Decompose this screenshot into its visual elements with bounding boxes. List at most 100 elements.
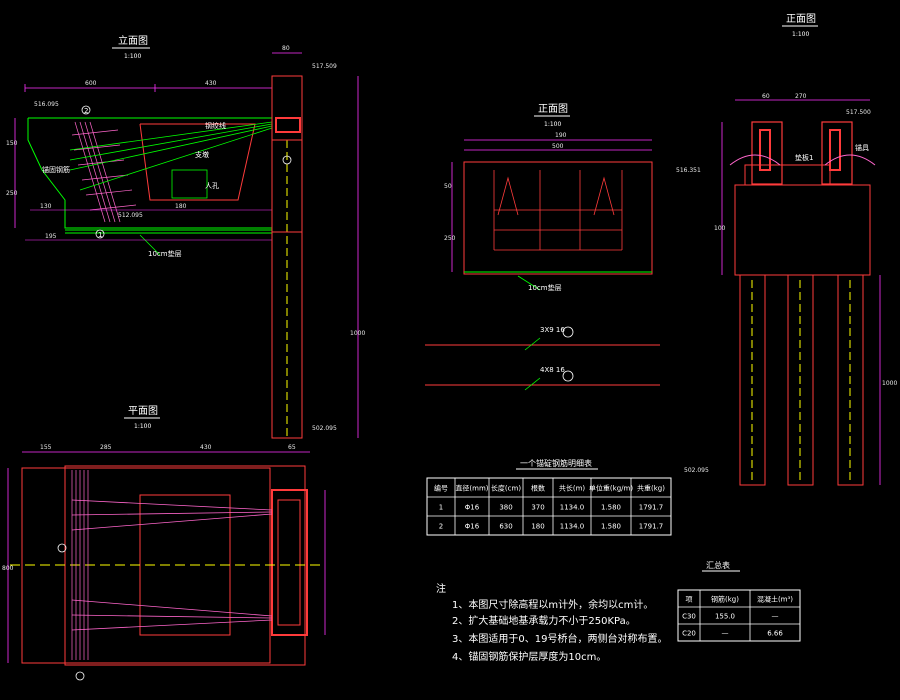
side-title: 正面图 xyxy=(786,13,816,25)
rebar-table-header-cell: 共重(kg) xyxy=(637,484,665,493)
elev-502: 502.095 xyxy=(312,425,337,432)
rebar-table-header-cell: 根数 xyxy=(531,484,545,493)
rebar-table-cell: 370 xyxy=(531,504,544,512)
elev-side-top: 517.500 xyxy=(846,109,871,116)
rebar-table-cell: 1791.7 xyxy=(639,504,664,512)
left-tower xyxy=(751,121,783,185)
note-2: 2、扩大基础地基承载力不小于250KPa。 xyxy=(452,614,636,627)
marker-circle xyxy=(95,229,105,239)
leader-line xyxy=(139,234,161,256)
dim-180: 180 xyxy=(175,203,187,210)
elev-front: 516.351 xyxy=(676,167,701,174)
dim-430: 430 xyxy=(205,80,217,87)
summary-table-cell: — xyxy=(772,613,779,621)
plan-view: 平面图 1:100 155 285 430 65 xyxy=(2,405,326,681)
dim-190: 190 xyxy=(555,132,567,139)
rebar-table-cell: 1.580 xyxy=(601,504,621,512)
dim-65: 65 xyxy=(288,444,296,451)
pile-right xyxy=(837,274,864,486)
cap-block xyxy=(744,164,831,186)
cavity-outline xyxy=(139,123,256,201)
dim-285: 285 xyxy=(100,444,112,451)
arch-left xyxy=(729,154,781,166)
front-outline xyxy=(463,161,653,275)
cable-strands xyxy=(69,121,273,191)
summary-table-border xyxy=(677,589,801,642)
pile-mid xyxy=(787,274,814,486)
pipe-label: 锚具 xyxy=(855,143,869,152)
leader-line xyxy=(517,275,541,291)
note-1: 1、本图尺寸除高程以m计外，余均以cm计。 xyxy=(452,598,653,611)
dim-100: 100 xyxy=(714,225,726,232)
rebar-table-cell: 630 xyxy=(499,523,512,531)
bar-2-label: 4X8 16 xyxy=(540,366,565,374)
manhole xyxy=(171,169,208,199)
summary-table-cell: 6.66 xyxy=(767,630,783,638)
dim-600: 600 xyxy=(85,80,97,87)
note-3: 3、本图适用于0、19号桥台，两侧台对称布置。 xyxy=(452,632,667,645)
rebar-table-cell: Φ16 xyxy=(465,504,480,512)
note-4: 4、锚固钢筋保护层厚度为10cm。 xyxy=(452,650,606,663)
dim-430: 430 xyxy=(200,444,212,451)
elev-516: 516.095 xyxy=(34,101,59,108)
dim-150: 150 xyxy=(6,140,18,147)
plan-scale: 1:100 xyxy=(134,423,151,430)
rebar-table-cell: 1.580 xyxy=(601,523,621,531)
bar-1-label: 3X9 16 xyxy=(540,326,565,334)
summary-table-cell: 155.0 xyxy=(715,613,735,621)
pile-left xyxy=(739,274,766,486)
rebar-table: 一个锚碇钢筋明细表 编号12直径(mm)Φ16Φ16长度(cm)380630根数… xyxy=(426,458,672,536)
shim-label: 垫板1 xyxy=(795,153,813,162)
plan-cable xyxy=(71,499,273,631)
leader-line xyxy=(524,337,541,351)
dim-250: 250 xyxy=(444,235,456,242)
summary-table-header-cell: 混凝土(m³) xyxy=(757,595,793,604)
marker-circle xyxy=(282,155,292,165)
pier-column xyxy=(271,75,303,439)
summary-table-cell: C20 xyxy=(682,630,696,638)
side-scale: 1:100 xyxy=(792,31,809,38)
elevation-title: 立面图 xyxy=(118,34,148,47)
elev-517: 517.509 xyxy=(312,63,337,70)
rebar-table-cell: 1134.0 xyxy=(560,523,585,531)
tower-rebar xyxy=(759,129,771,171)
marker-circle xyxy=(57,543,67,553)
rebar-table-cell: 180 xyxy=(531,523,544,531)
rebar-grid: 编号12直径(mm)Φ16Φ16长度(cm)380630根数370180共长(m… xyxy=(426,477,672,536)
side-block xyxy=(734,184,871,276)
marker-circle xyxy=(562,326,574,338)
dim-155: 155 xyxy=(40,444,52,451)
front-cone xyxy=(497,176,519,216)
summary-table-header-cell: 项 xyxy=(686,596,693,604)
rebar-table-header-cell: 共长(m) xyxy=(559,484,586,493)
notes-title: 注 xyxy=(436,582,446,595)
bearing-block xyxy=(275,117,301,133)
rebar-table-title: 一个锚碇钢筋明细表 xyxy=(520,458,592,468)
cushion-label-2: 10cm垫层 xyxy=(528,283,562,292)
cushion-label: 10cm垫层 xyxy=(148,249,182,258)
rebar-table-cell: 1 xyxy=(439,504,443,512)
plan-bearing xyxy=(271,489,308,636)
front-rebar xyxy=(493,170,623,251)
rebar-table-border xyxy=(426,477,672,536)
marker-circle xyxy=(75,671,85,681)
rebar-table-cell: 2 xyxy=(439,523,443,531)
manhole-label: 人孔 xyxy=(205,182,219,190)
dim-270: 270 xyxy=(795,93,807,100)
elevation-scale: 1:100 xyxy=(124,53,141,60)
front-scale: 1:100 xyxy=(544,121,561,128)
leader-line xyxy=(524,377,541,391)
marker-1: 1 xyxy=(98,231,102,239)
plan-anchor-hatch xyxy=(71,470,89,660)
tower-rebar xyxy=(829,129,841,171)
summary-table-title: 汇总表 xyxy=(706,560,730,570)
dim-500: 500 xyxy=(552,143,564,150)
dim-250: 250 xyxy=(6,190,18,197)
dim-195: 195 xyxy=(45,233,57,240)
front-cone xyxy=(593,176,615,216)
elev-side-bottom: 502.095 xyxy=(684,467,709,474)
anchor-label: 锚固钢筋 xyxy=(42,165,70,174)
pier-label: 支墩 xyxy=(195,150,209,159)
